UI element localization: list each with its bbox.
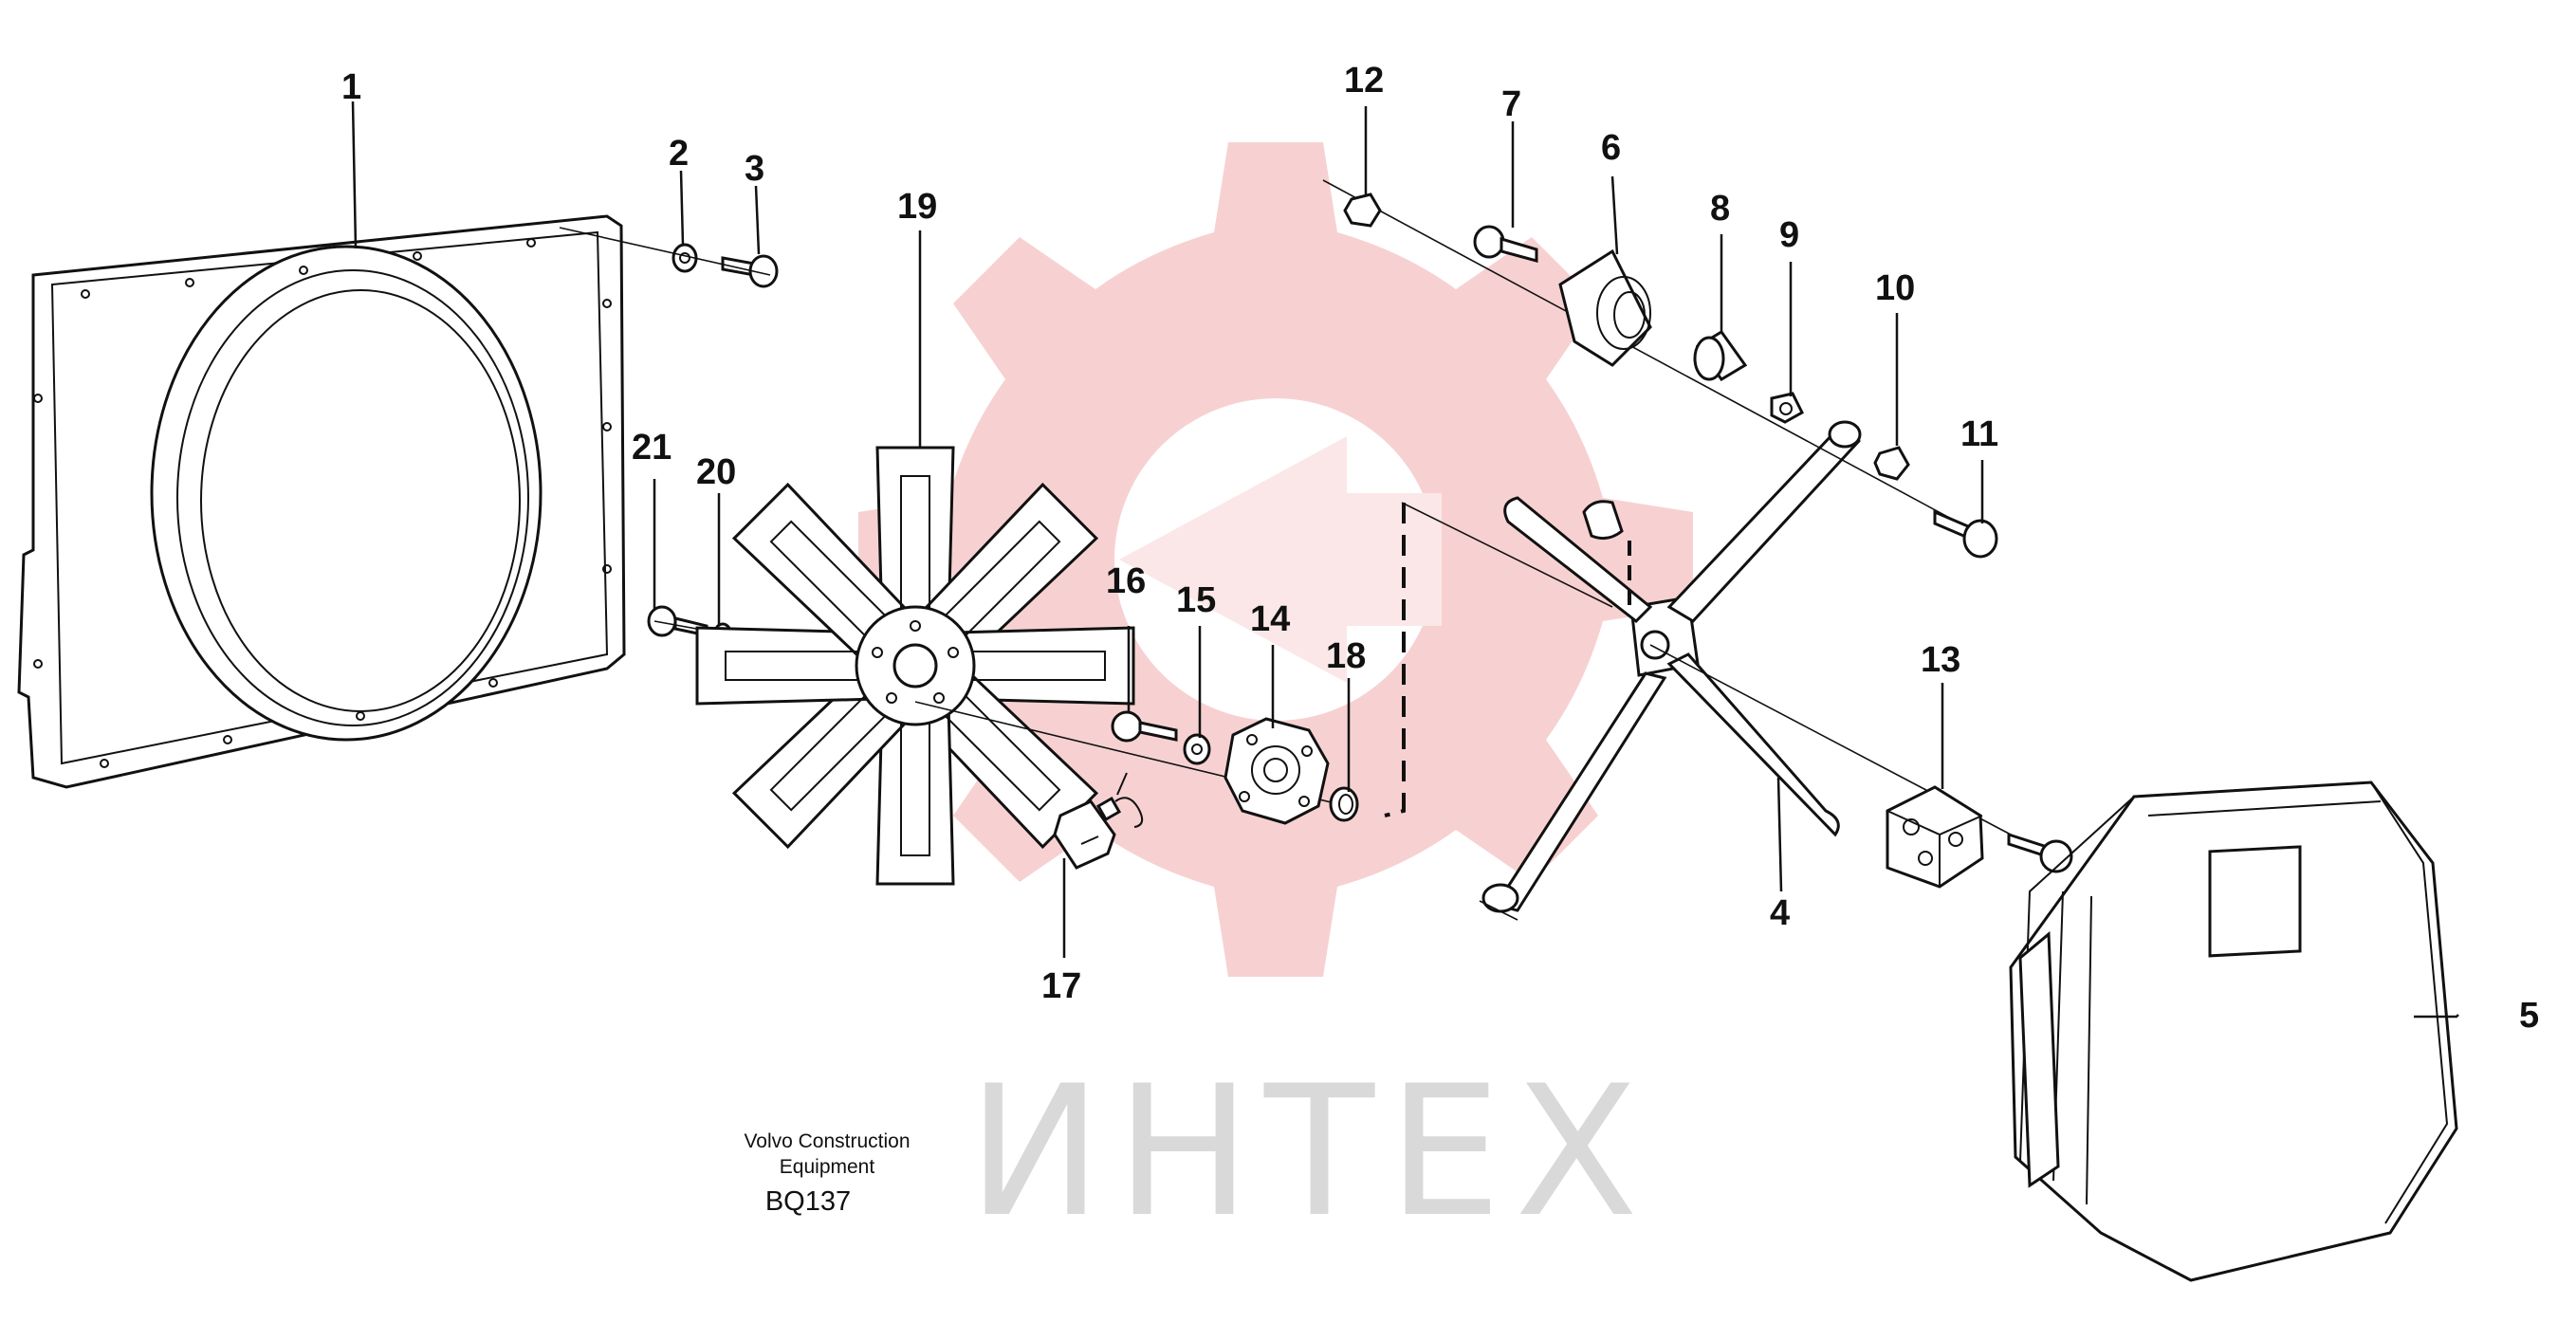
retaining-ring — [1329, 786, 1359, 822]
rubber-spacer — [1693, 330, 1748, 381]
callout-12: 12 — [1344, 61, 1384, 101]
caption: Volvo Construction Equipment BQ137 — [744, 1130, 910, 1217]
callout-5: 5 — [2519, 996, 2539, 1036]
caption-code: BQ137 — [765, 1186, 851, 1217]
hub-washer — [1183, 733, 1211, 765]
callout-6: 6 — [1601, 128, 1621, 168]
callout-19: 19 — [897, 187, 937, 227]
spacer-sleeve — [1770, 392, 1804, 424]
fan-shroud — [17, 214, 626, 789]
callout-3: 3 — [745, 149, 764, 189]
fan-blades — [695, 446, 1135, 886]
top-nut — [1343, 193, 1382, 228]
watermark-text: ИНТЕХ — [967, 1047, 1651, 1257]
shroud-bolt — [721, 254, 779, 288]
callout-1: 1 — [341, 67, 361, 107]
callout-7: 7 — [1501, 84, 1521, 124]
block-bolt — [2007, 832, 2073, 873]
fan-hub — [1224, 717, 1330, 825]
callout-2: 2 — [669, 134, 689, 174]
callout-13: 13 — [1921, 640, 1960, 680]
callout-21: 21 — [632, 428, 672, 468]
fan-guard — [2009, 780, 2458, 1282]
callout-17: 17 — [1041, 966, 1081, 1006]
callout-8: 8 — [1710, 189, 1730, 229]
callouts: 1 2 3 4 5 6 7 8 9 10 11 12 13 14 15 16 1… — [341, 61, 2539, 1036]
hub-bolt — [1111, 710, 1178, 743]
callout-11: 11 — [1960, 414, 1998, 454]
callout-15: 15 — [1176, 580, 1216, 620]
callout-9: 9 — [1779, 215, 1799, 255]
thread-locker-bottle — [1053, 772, 1144, 870]
caption-line-2: Equipment — [780, 1156, 875, 1178]
callout-20: 20 — [696, 452, 736, 492]
mount-nut — [1873, 446, 1910, 481]
fan-bracket — [1481, 420, 1862, 913]
callout-4: 4 — [1770, 893, 1790, 933]
mount-bolt — [1473, 225, 1538, 263]
callout-18: 18 — [1326, 636, 1366, 676]
callout-10: 10 — [1875, 268, 1915, 308]
leader-lines — [351, 101, 2459, 1019]
mount-bushing — [1558, 248, 1652, 367]
end-bolt — [1933, 509, 1998, 559]
callout-16: 16 — [1106, 561, 1146, 601]
callout-14: 14 — [1250, 599, 1290, 639]
caption-line-1: Volvo Construction — [744, 1130, 910, 1152]
mounting-block — [1886, 785, 1984, 889]
